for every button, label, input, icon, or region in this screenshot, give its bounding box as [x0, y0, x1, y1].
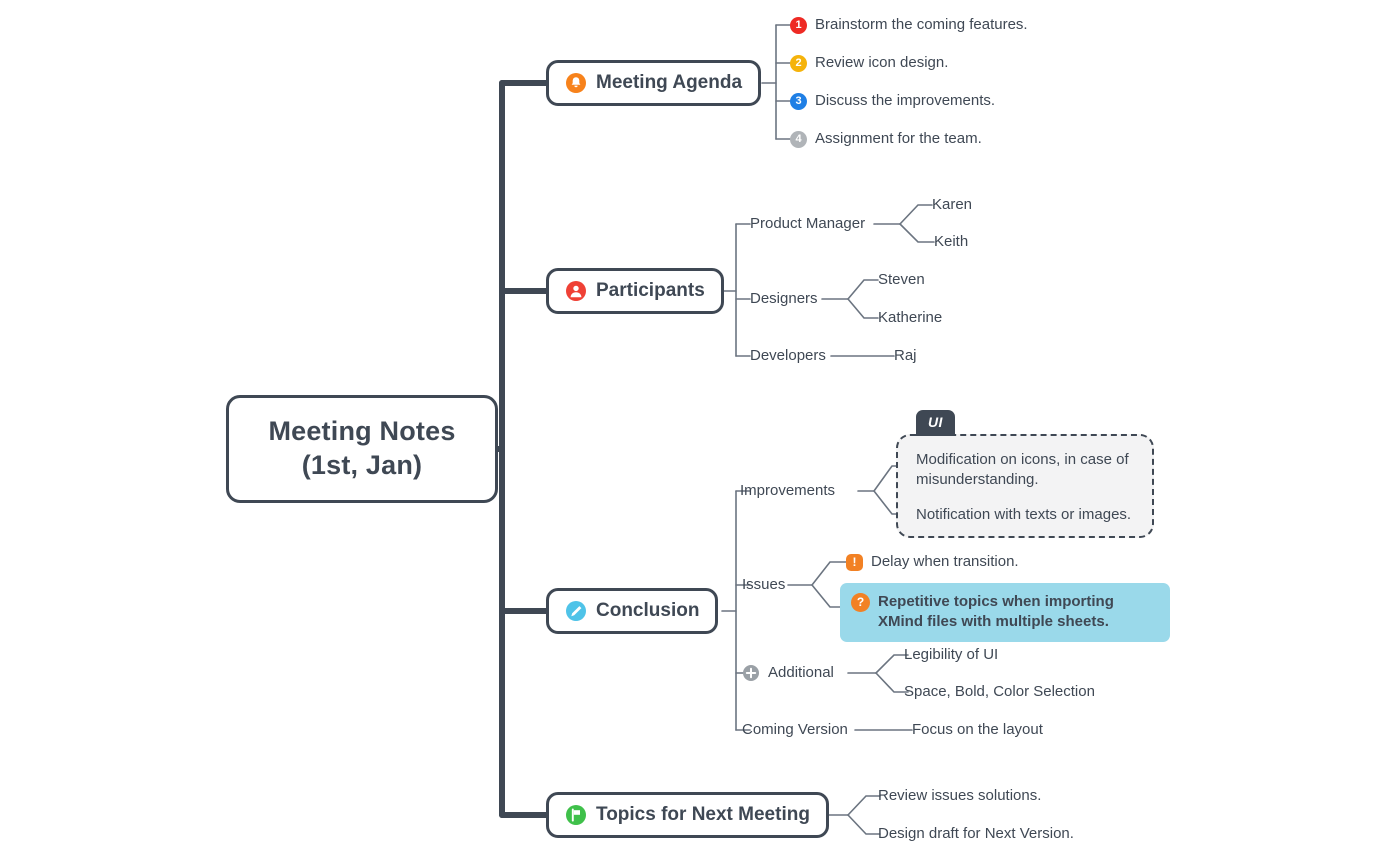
subtopic-label: Coming Version: [742, 721, 848, 738]
bell-icon: [565, 72, 587, 94]
role-label: Product Manager: [750, 215, 866, 232]
agenda-item-label: Brainstorm the coming features.: [815, 16, 1028, 33]
priority-badge-2: 2: [790, 54, 807, 72]
role-label: Developers: [750, 347, 826, 364]
conclusion-coming-version[interactable]: Coming Version: [742, 720, 848, 740]
participant-role-product-manager[interactable]: Product Manager: [750, 214, 865, 234]
improvement-item-2[interactable]: Notification with texts or images.: [916, 505, 1148, 525]
additional-label: Legibility of UI: [904, 646, 999, 663]
person-label: Raj: [894, 347, 917, 364]
next-meeting-label: Review issues solutions.: [878, 787, 1042, 804]
conclusion-issues[interactable]: Issues: [742, 575, 785, 595]
person-label: Keith: [934, 233, 969, 250]
flag-icon: [565, 804, 587, 826]
participant-name-katherine[interactable]: Katherine: [878, 308, 942, 328]
additional-item-1[interactable]: Legibility of UI: [904, 645, 998, 665]
agenda-item-4[interactable]: 4 Assignment for the team.: [790, 129, 982, 149]
central-node[interactable]: Meeting Notes (1st, Jan): [226, 395, 498, 503]
branch-participants[interactable]: Participants: [546, 268, 724, 314]
participant-name-steven[interactable]: Steven: [878, 270, 925, 290]
person-label: Karen: [932, 196, 973, 213]
agenda-item-1[interactable]: 1 Brainstorm the coming features.: [790, 15, 1028, 35]
coming-version-label: Focus on the layout: [912, 721, 1043, 738]
improvement-item-1[interactable]: Modification on icons, in case of misund…: [916, 450, 1142, 491]
additional-item-2[interactable]: Space, Bold, Color Selection: [904, 682, 1095, 702]
priority-badge-3: 3: [790, 92, 807, 110]
improvement-label: Modification on icons, in case of misund…: [916, 451, 1129, 489]
issue-label: Delay when transition.: [871, 553, 1019, 570]
participant-name-raj[interactable]: Raj: [894, 346, 917, 366]
boundary-ui: [896, 434, 1154, 538]
person-label: Katherine: [878, 309, 943, 326]
person-icon: [565, 280, 587, 302]
participant-role-designers[interactable]: Designers: [750, 289, 818, 309]
role-label: Designers: [750, 290, 818, 307]
agenda-item-label: Review icon design.: [815, 54, 949, 71]
boundary-label-ui: UI: [916, 410, 955, 436]
branch-label: Meeting Agenda: [596, 72, 743, 93]
exclamation-icon: !: [846, 553, 863, 571]
pen-icon: [565, 600, 587, 622]
agenda-item-label: Discuss the improvements.: [815, 92, 996, 109]
conclusion-additional[interactable]: Additional: [742, 663, 834, 683]
subtopic-label: Improvements: [740, 482, 836, 499]
additional-label: Space, Bold, Color Selection: [904, 683, 1095, 700]
agenda-item-3[interactable]: 3 Discuss the improvements.: [790, 91, 995, 111]
branch-topics-next-meeting[interactable]: Topics for Next Meeting: [546, 792, 829, 838]
central-title-line2: (1st, Jan): [301, 450, 423, 480]
central-title-line1: Meeting Notes: [268, 416, 456, 447]
branch-meeting-agenda[interactable]: Meeting Agenda: [546, 60, 762, 106]
next-meeting-item-2[interactable]: Design draft for Next Version.: [878, 824, 1074, 844]
participant-name-keith[interactable]: Keith: [934, 232, 968, 252]
branch-conclusion[interactable]: Conclusion: [546, 588, 719, 634]
subtopic-label: Additional: [768, 664, 834, 681]
issue-item-delay[interactable]: ! Delay when transition.: [846, 552, 1019, 572]
participant-role-developers[interactable]: Developers: [750, 346, 826, 366]
branch-label: Conclusion: [596, 600, 700, 621]
issue-label: Repetitive topics when importing XMind f…: [878, 593, 1114, 631]
priority-badge-4: 4: [790, 130, 807, 148]
improvement-label: Notification with texts or images.: [916, 506, 1132, 523]
next-meeting-label: Design draft for Next Version.: [878, 825, 1074, 842]
branch-label: Topics for Next Meeting: [596, 804, 810, 825]
conclusion-improvements[interactable]: Improvements: [740, 481, 835, 501]
next-meeting-item-1[interactable]: Review issues solutions.: [878, 786, 1041, 806]
plus-circle-icon: [742, 664, 760, 682]
agenda-item-2[interactable]: 2 Review icon design.: [790, 53, 948, 73]
branch-label: Participants: [596, 280, 705, 301]
agenda-item-label: Assignment for the team.: [815, 130, 982, 147]
question-icon: ?: [851, 593, 870, 612]
issue-item-repetitive-topics[interactable]: ? Repetitive topics when importing XMind…: [840, 583, 1170, 642]
person-label: Steven: [878, 271, 925, 288]
participant-name-karen[interactable]: Karen: [932, 195, 972, 215]
coming-version-item-1[interactable]: Focus on the layout: [912, 720, 1043, 740]
subtopic-label: Issues: [742, 576, 786, 593]
priority-badge-1: 1: [790, 16, 807, 34]
